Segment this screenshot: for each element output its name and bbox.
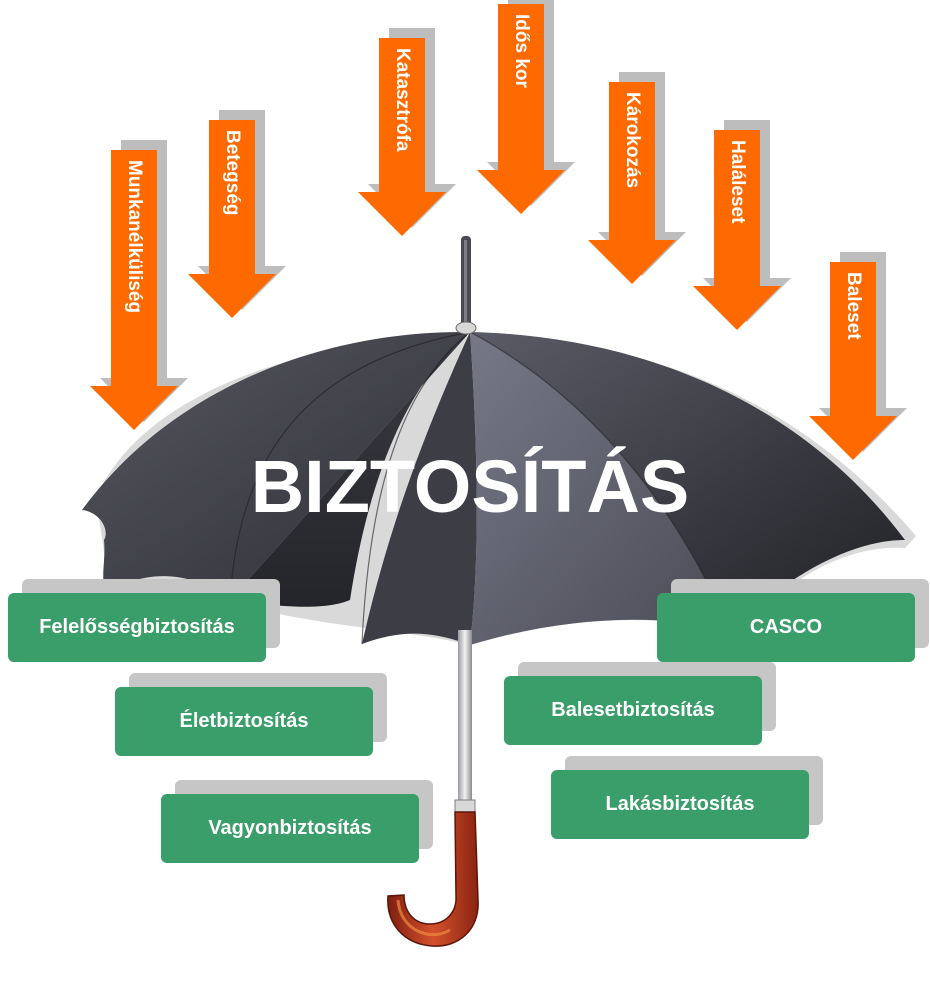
- risk-arrow-shape: [693, 130, 781, 330]
- risk-arrow-shape: [809, 262, 897, 460]
- risk-arrow-shape: [477, 4, 565, 214]
- risk-label: Károkozás: [622, 92, 643, 188]
- canopy-panel-mid-left: [230, 332, 470, 607]
- risk-arrow: Károkozás: [588, 72, 686, 284]
- canopy-ribs: [229, 331, 731, 645]
- risk-label: Betegség: [222, 130, 243, 216]
- canopy-panel-center: [362, 332, 477, 645]
- risk-arrow: Munkanélküliség: [90, 140, 188, 430]
- risk-label: Haláleset: [727, 140, 748, 224]
- risk-label: Baleset: [843, 272, 864, 340]
- insurance-box: Balesetbiztosítás: [504, 676, 762, 745]
- canopy-panel-left: [82, 331, 470, 600]
- umbrella-handle: [387, 811, 479, 947]
- canopy-panel-mid-right: [470, 332, 730, 645]
- risk-arrow: Idős kor: [477, 0, 575, 214]
- umbrella-tip-cap: [455, 321, 477, 335]
- risk-arrow-shape: [588, 82, 676, 284]
- insurance-box: Felelősségbiztosítás: [8, 593, 266, 662]
- risk-arrow: Haláleset: [693, 120, 791, 330]
- insurance-box: Vagyonbiztosítás: [161, 794, 419, 863]
- risk-arrow-shape: [188, 120, 276, 318]
- risk-arrow: Baleset: [809, 252, 907, 460]
- umbrella-shaft: [458, 630, 472, 810]
- risk-label: Idős kor: [511, 14, 532, 89]
- risk-arrow-shape: [90, 150, 178, 430]
- risk-arrow: Katasztrófa: [358, 28, 456, 236]
- risk-label: Katasztrófa: [392, 48, 413, 152]
- risk-label: Munkanélküliség: [124, 160, 145, 313]
- canopy-panel-right: [470, 332, 905, 630]
- insurance-box: Lakásbiztosítás: [551, 770, 809, 839]
- main-title: BIZTOSÍTÁS: [251, 445, 690, 528]
- insurance-box: Életbiztosítás: [115, 687, 373, 756]
- risk-arrow: Betegség: [188, 110, 286, 318]
- risk-arrow-shape: [358, 38, 446, 236]
- risk-arrows: Munkanélküliség Betegség Katasztrófa Idős k…: [90, 0, 907, 460]
- insurance-box: CASCO: [657, 593, 915, 662]
